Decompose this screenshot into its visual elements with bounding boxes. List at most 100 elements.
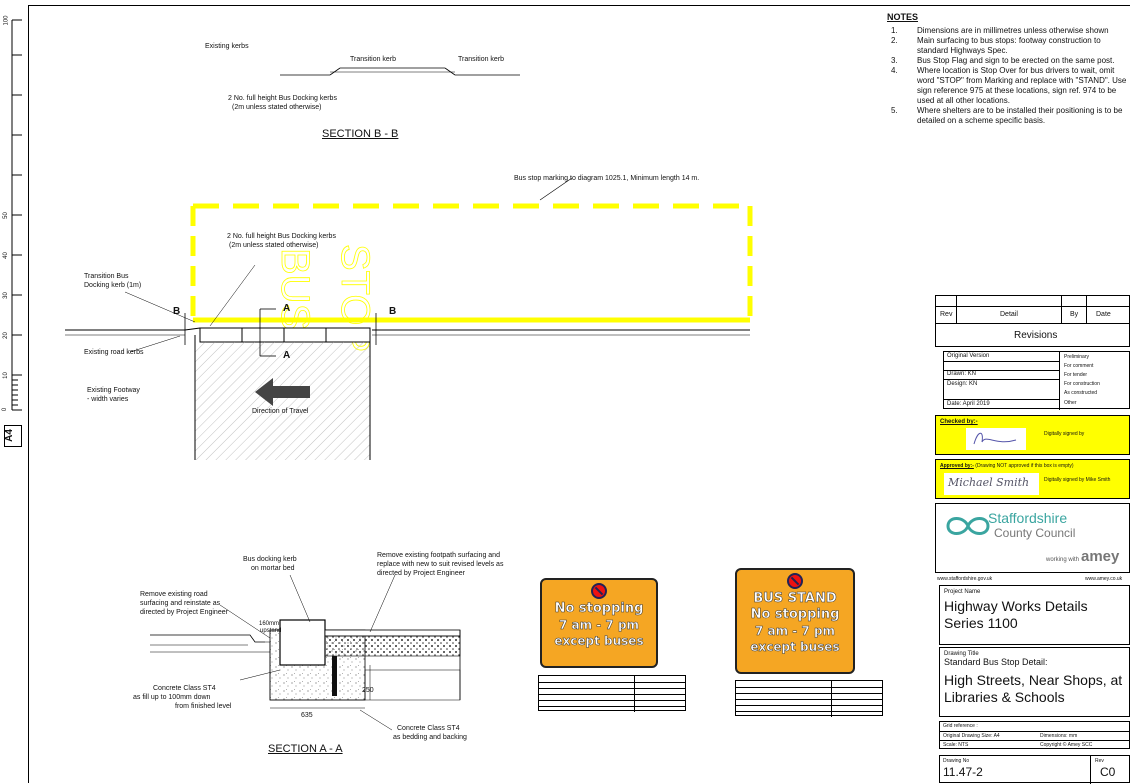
marking-word-bus: BUS bbox=[273, 248, 317, 330]
status-2: For comment bbox=[1064, 363, 1094, 369]
scale-tick-30: 30 bbox=[2, 292, 9, 299]
status-5: As constructed bbox=[1064, 390, 1098, 396]
aa-remove-footpath-3: directed by Project Engineer bbox=[377, 570, 465, 577]
version-table: Original Version Drawn: KN Design: KN Da… bbox=[943, 351, 1130, 410]
scale: Scale: NTS bbox=[943, 742, 969, 748]
sign-975-line-1: BUS STAND bbox=[753, 591, 837, 607]
original-size: Original Drawing Size: A4 bbox=[943, 733, 1000, 739]
revisions-label: Revisions bbox=[1014, 330, 1058, 341]
note-item: 1.Dimensions are in millimetres unless o… bbox=[891, 26, 1109, 35]
drawing-frame bbox=[28, 5, 1130, 783]
rev-col-by: By bbox=[1070, 311, 1079, 318]
copyright: Copyright © Amey SCC bbox=[1040, 742, 1093, 748]
web-right: www.amey.co.uk bbox=[1085, 576, 1123, 582]
scale-tick-0: 0 bbox=[2, 407, 9, 412]
aa-remove-footpath-2: replace with new to suit revised levels … bbox=[377, 561, 504, 568]
drawing-no-label: Drawing No bbox=[943, 758, 970, 764]
note-item: 2.Main surfacing to bus stops: footway c… bbox=[891, 36, 1101, 55]
checked-by-box: Checked by:- Digitally signed by bbox=[935, 415, 1130, 455]
council-name-1: Staffordshire bbox=[988, 510, 1068, 526]
bb-existing-kerbs: Existing kerbs bbox=[205, 43, 249, 50]
no-stopping-roundel-icon bbox=[591, 583, 607, 599]
sign-974-line-2: 7 am - 7 pm bbox=[558, 618, 640, 633]
design-by: Design: KN bbox=[947, 381, 978, 387]
bb-docking-note-1: 2 No. full height Bus Docking kerbs bbox=[228, 95, 337, 102]
sign-974-line-3: except buses bbox=[554, 634, 644, 649]
council-name-2: County Council bbox=[994, 526, 1076, 540]
aa-dim-635: 635 bbox=[301, 712, 313, 719]
rev-value: C0 bbox=[1100, 765, 1116, 779]
drawing-title: High Streets, Near Shops, at Libraries &… bbox=[944, 672, 1123, 705]
aa-remove-road-2: surfacing and reinstate as bbox=[140, 600, 221, 607]
aa-remove-road-1: Remove existing road bbox=[140, 591, 208, 598]
status-3: For tender bbox=[1064, 372, 1088, 378]
dimensions-unit: Dimensions: mm bbox=[1040, 733, 1078, 739]
no-stopping-roundel-icon bbox=[787, 573, 803, 589]
direction-of-travel: Direction of Travel bbox=[252, 408, 309, 415]
scale-bar-ruler bbox=[11, 19, 22, 411]
title-block: Rev Detail By Date Revisions Original Ve… bbox=[935, 295, 1130, 784]
checked-signature bbox=[966, 428, 1026, 450]
scale-tick-10: 10 bbox=[2, 372, 9, 379]
project-name-label: Project Name bbox=[944, 589, 981, 595]
note-item: 3.Bus Stop Flag and sign to be erected o… bbox=[891, 56, 1115, 65]
sign-975-line-4: except buses bbox=[750, 640, 840, 655]
sign-974-spec-table bbox=[538, 675, 686, 712]
checked-by-label: Checked by:- bbox=[940, 419, 978, 425]
grid-reference: Grid reference : bbox=[943, 723, 978, 729]
grid-ref-box: Grid reference : Original Drawing Size: … bbox=[939, 721, 1130, 749]
drawing-no: 11.47-2 bbox=[943, 765, 983, 779]
scale-tick-50: 50 bbox=[2, 212, 9, 219]
aa-concrete-fill-1: Concrete Class ST4 bbox=[153, 685, 216, 692]
notes-block: NOTES 1.Dimensions are in millimetres un… bbox=[887, 12, 1130, 126]
rev-label: Rev bbox=[1095, 758, 1104, 764]
rev-col-detail: Detail bbox=[1000, 311, 1018, 318]
scale-tick-20: 20 bbox=[2, 332, 9, 339]
status-6: Other bbox=[1064, 400, 1077, 406]
sign-974-line-1: No stopping bbox=[554, 601, 644, 617]
aa-remove-road-3: directed by Project Engineer bbox=[140, 609, 228, 616]
council-logo-box: Staffordshire County Council working wit… bbox=[935, 503, 1130, 573]
plan-drawing: BUS STOP bbox=[65, 177, 753, 460]
drawing-no-box: Drawing No 11.47-2 Rev C0 bbox=[939, 755, 1130, 784]
original-version: Original Version bbox=[947, 353, 990, 359]
label-a-top: A bbox=[283, 303, 291, 314]
footway-note-2: - width varies bbox=[87, 396, 129, 403]
web-left: www.staffordshire.gov.uk bbox=[937, 576, 993, 582]
status-1: Preliminary bbox=[1064, 354, 1090, 360]
sign-975: BUS STAND No stopping 7 am - 7 pm except… bbox=[735, 568, 855, 674]
section-aa-title: SECTION A - A bbox=[268, 743, 343, 755]
note-item: 4.Where location is Stop Over for bus dr… bbox=[891, 66, 1127, 105]
drawing-title-sub: Standard Bus Stop Detail: bbox=[944, 657, 1048, 667]
scale-tick-40: 40 bbox=[2, 252, 9, 259]
aa-dim-250: 250 bbox=[362, 687, 374, 694]
drawn-by: Drawn: KN bbox=[947, 371, 977, 377]
section-aa-drawing bbox=[150, 574, 461, 731]
section-bb-title: SECTION B - B bbox=[322, 128, 399, 140]
label-a-bottom: A bbox=[283, 350, 291, 361]
aa-concrete-bed-1: Concrete Class ST4 bbox=[397, 725, 460, 732]
project-name-box: Project Name Highway Works Details Serie… bbox=[939, 585, 1130, 645]
amey-logo: amey bbox=[1081, 548, 1120, 565]
approved-signature-text: Michael Smith bbox=[948, 476, 1030, 489]
drawing-title-label: Drawing Title bbox=[944, 651, 979, 657]
aa-concrete-bed-2: as bedding and backing bbox=[393, 734, 467, 741]
transition-note-1: Transition Bus bbox=[84, 273, 129, 280]
existing-road-kerbs: Existing road kerbs bbox=[84, 349, 144, 356]
aa-concrete-fill-3: from finished level bbox=[175, 703, 232, 710]
marking-note: Bus stop marking to diagram 1025.1, Mini… bbox=[514, 175, 700, 182]
approved-signature: Michael Smith bbox=[944, 473, 1039, 495]
plan-docking-note-2: (2m unless stated otherwise) bbox=[229, 242, 319, 249]
section-bb-drawing bbox=[280, 67, 520, 76]
sheet-size-label: A4 bbox=[3, 429, 15, 442]
rev-col-date: Date bbox=[1096, 311, 1111, 318]
aa-bus-kerb-2: on mortar bed bbox=[251, 565, 295, 572]
aa-upstand-2: upstand bbox=[260, 628, 282, 634]
approved-by-box: Approved by:- (Drawing NOT approved if t… bbox=[935, 459, 1130, 499]
aa-concrete-fill-2: as fill up to 100mm down bbox=[133, 694, 211, 701]
sign-975-line-2: No stopping bbox=[750, 607, 840, 623]
bb-transition-kerb-left: Transition kerb bbox=[350, 56, 397, 63]
transition-note-2: Docking kerb (1m) bbox=[84, 282, 142, 289]
note-item: 5.Where shelters are to be installed the… bbox=[891, 106, 1123, 125]
checked-signed: Digitally signed by bbox=[1044, 431, 1085, 437]
